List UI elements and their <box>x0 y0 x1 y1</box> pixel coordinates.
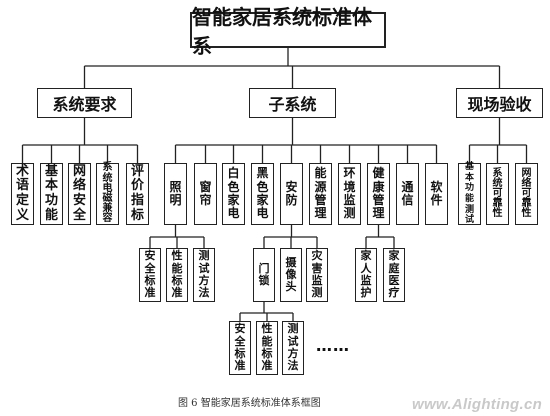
node-energy-management: 能源管理 <box>309 163 332 225</box>
node-black-appliances: 黑色家电 <box>251 163 274 225</box>
node-home-medical: 家庭医疗 <box>383 248 405 302</box>
node-lighting: 照明 <box>164 163 187 225</box>
node-lock-safety-standard: 安全标准 <box>229 321 251 375</box>
more-items-ellipsis: …… <box>316 336 350 355</box>
figure-caption: 图 6 智能家居系统标准体系框图 <box>178 398 321 409</box>
node-software: 软件 <box>425 163 448 225</box>
node-evaluation-index: 评价指标 <box>126 163 149 225</box>
node-network-reliability: 网络可靠性 <box>515 163 538 225</box>
node-white-appliances: 白色家电 <box>222 163 245 225</box>
node-disaster-monitoring: 灾害监测 <box>306 248 328 302</box>
node-lighting-safety-standard: 安全标准 <box>139 248 161 302</box>
node-communication: 通信 <box>396 163 419 225</box>
node-lighting-performance-standard: 性能标准 <box>166 248 188 302</box>
node-curtains: 窗帘 <box>194 163 217 225</box>
node-door-lock: 门锁 <box>253 248 275 302</box>
node-security: 安防 <box>280 163 303 225</box>
node-terminology: 术语定义 <box>11 163 34 225</box>
root-node: 智能家居系统标准体系 <box>190 5 386 58</box>
node-lighting-test-method: 测试方法 <box>193 248 215 302</box>
connector-lines <box>21 48 528 321</box>
node-lock-performance-standard: 性能标准 <box>256 321 278 375</box>
node-family-care: 家人监护 <box>355 248 377 302</box>
node-network-security: 网络安全 <box>68 163 91 225</box>
node-camera: 摄像头 <box>280 248 302 302</box>
watermark: www.Alighting.cn <box>412 396 543 413</box>
node-system-requirements: 系统要求 <box>37 88 132 118</box>
node-lock-test-method: 测试方法 <box>282 321 304 375</box>
node-basic-function-test: 基本功能测试 <box>458 162 481 225</box>
node-subsystems: 子系统 <box>249 88 336 118</box>
node-health-management: 健康管理 <box>367 163 390 225</box>
node-system-reliability: 系统可靠性 <box>486 163 509 225</box>
node-emc: 系统电磁兼容 <box>96 163 119 225</box>
node-basic-functions: 基本功能 <box>40 163 63 225</box>
node-site-acceptance: 现场验收 <box>456 88 543 118</box>
node-environment-monitoring: 环境监测 <box>338 163 361 225</box>
